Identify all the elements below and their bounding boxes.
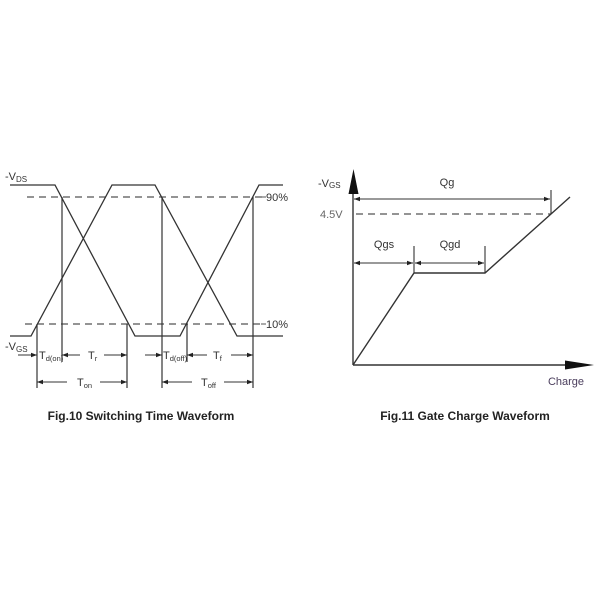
- qg-label: Qg: [440, 177, 455, 189]
- td-on-label: Td(on): [39, 350, 64, 363]
- gate-charge-waveform: -VGS 4.5V Qg Qgs Qgd Charge Fig.11 Gate …: [318, 169, 594, 423]
- fig10-caption: Fig.10 Switching Time Waveform: [48, 409, 235, 423]
- level-10-label: 10%: [266, 319, 288, 331]
- y-axis-label: -VGS: [318, 178, 341, 190]
- td-off-label: Td(off): [163, 350, 188, 363]
- fig11-caption: Fig.11 Gate Charge Waveform: [380, 409, 550, 423]
- vgs-label: -VGS: [5, 341, 28, 354]
- qgd-label: Qgd: [440, 239, 461, 251]
- vds-label: -VDS: [5, 171, 27, 184]
- qgs-label: Qgs: [374, 239, 395, 251]
- tr-label: Tr: [88, 350, 98, 363]
- threshold-label: 4.5V: [320, 209, 343, 221]
- vgs-waveform: [10, 184, 283, 337]
- gate-charge-curve: [352, 196, 571, 366]
- ton-label: Ton: [77, 377, 92, 390]
- y-axis-arrow-icon: [348, 169, 359, 194]
- tf-label: Tf: [213, 350, 223, 363]
- level-90-label: 90%: [266, 192, 288, 204]
- x-axis-label: Charge: [548, 376, 584, 388]
- toff-label: Toff: [201, 377, 217, 390]
- x-axis-arrow-icon: [565, 360, 594, 370]
- vds-waveform: [10, 184, 283, 337]
- switching-time-waveform: -VDS -VGS 90% 10% Td(on) Tr Ton Td(off) …: [5, 171, 288, 423]
